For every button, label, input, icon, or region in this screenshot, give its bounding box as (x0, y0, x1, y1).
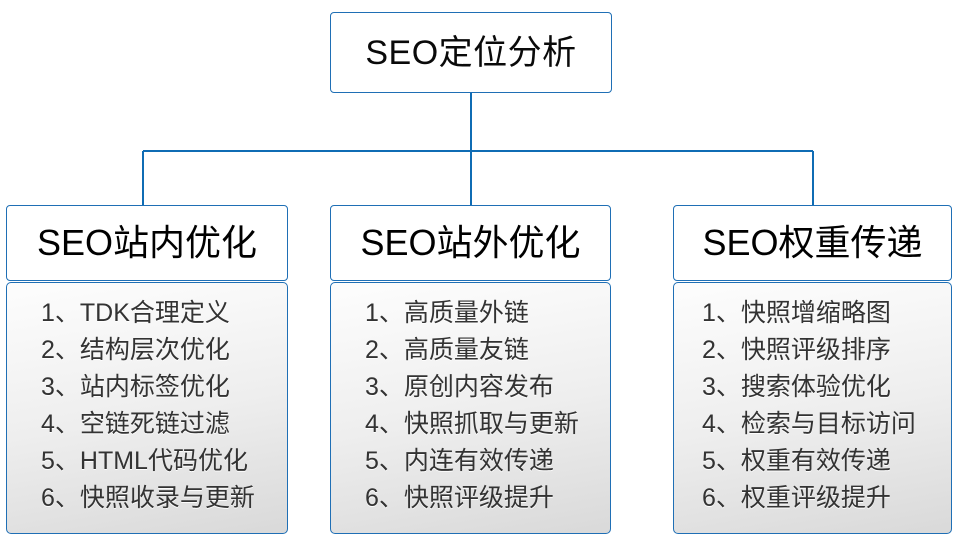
branch-item: 5、权重有效传递 (702, 447, 891, 475)
branch-item: 2、结构层次优化 (41, 336, 230, 364)
branch-item: 1、TDK合理定义 (41, 299, 230, 327)
branch-item: 4、空链死链过滤 (41, 410, 230, 438)
branch-item: 6、权重评级提升 (702, 484, 891, 512)
branch-item: 1、快照增缩略图 (702, 299, 891, 327)
branch-item: 5、HTML代码优化 (41, 447, 248, 475)
branch-header-3[interactable]: SEO权重传递 (673, 205, 952, 281)
branch-column-2: SEO站外优化 1、高质量外链 2、高质量友链 3、原创内容发布 4、快照抓取与… (330, 205, 611, 534)
branch-header-label-2: SEO站外优化 (360, 222, 581, 263)
branch-header-1[interactable]: SEO站内优化 (6, 205, 288, 281)
branch-item: 5、内连有效传递 (365, 447, 554, 475)
branch-body-3: 1、快照增缩略图 2、快照评级排序 3、搜索体验优化 4、检索与目标访问 5、权… (673, 282, 952, 534)
branch-item: 6、快照评级提升 (365, 484, 554, 512)
branch-item: 2、快照评级排序 (702, 336, 891, 364)
branch-column-3: SEO权重传递 1、快照增缩略图 2、快照评级排序 3、搜索体验优化 4、检索与… (673, 205, 952, 534)
branch-header-label-3: SEO权重传递 (702, 222, 923, 263)
branch-item: 3、搜索体验优化 (702, 373, 891, 401)
branch-item: 2、高质量友链 (365, 336, 529, 364)
root-node[interactable]: SEO定位分析 (330, 12, 612, 93)
root-node-label: SEO定位分析 (365, 33, 577, 72)
branch-item: 1、高质量外链 (365, 299, 529, 327)
branch-item: 6、快照收录与更新 (41, 484, 255, 512)
branch-body-1: 1、TDK合理定义 2、结构层次优化 3、站内标签优化 4、空链死链过滤 5、H… (6, 282, 288, 534)
branch-header-label-1: SEO站内优化 (36, 222, 258, 263)
branch-column-1: SEO站内优化 1、TDK合理定义 2、结构层次优化 3、站内标签优化 4、空链… (6, 205, 288, 534)
branch-item: 3、原创内容发布 (365, 373, 554, 401)
branch-header-2[interactable]: SEO站外优化 (330, 205, 611, 281)
branch-item: 3、站内标签优化 (41, 373, 230, 401)
branch-item: 4、检索与目标访问 (702, 410, 916, 438)
branch-body-2: 1、高质量外链 2、高质量友链 3、原创内容发布 4、快照抓取与更新 5、内连有… (330, 282, 611, 534)
branch-item: 4、快照抓取与更新 (365, 410, 579, 438)
